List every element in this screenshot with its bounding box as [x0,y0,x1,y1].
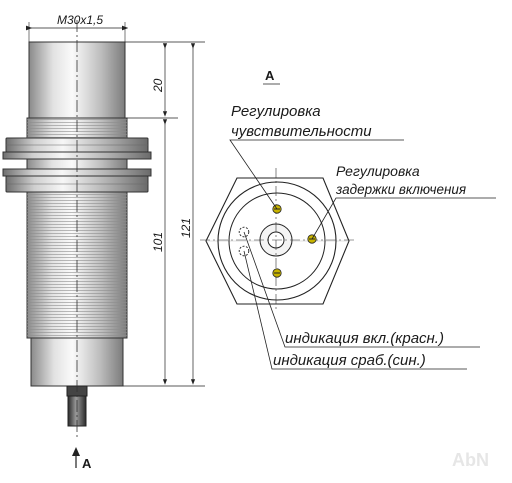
led-on-indicator [238,226,250,238]
extra-trimmer [272,268,282,278]
view-arrow: A [72,447,92,471]
view-arrow-label: A [82,456,92,471]
thread-dimension: M30x1,5 [25,13,129,42]
sensitivity-label-2: чувствительности [231,123,372,140]
thread-label: M30x1,5 [57,13,103,27]
sensor-front-view [200,168,354,312]
length-dimensions [123,41,205,387]
dim-121-label: 121 [179,218,193,238]
callout-leaders [229,139,496,370]
led-trip-indicator [238,245,250,257]
delay-label-2: задержки включения [335,182,466,197]
indication-trip-label: индикация сраб.(син.) [273,352,426,369]
indication-on-label: индикация вкл.(красн.) [285,330,444,347]
sensor-side-view [2,20,152,440]
dim-101-label: 101 [151,232,165,252]
sensitivity-label-1: Регулировка [231,103,321,120]
face-ring-inner [228,192,326,290]
dim-20-label: 20 [151,78,165,93]
view-title: A [265,68,275,83]
face-ring-outer [217,181,337,301]
watermark: AbN [452,450,489,470]
delay-label-1: Регулировка [336,163,420,179]
